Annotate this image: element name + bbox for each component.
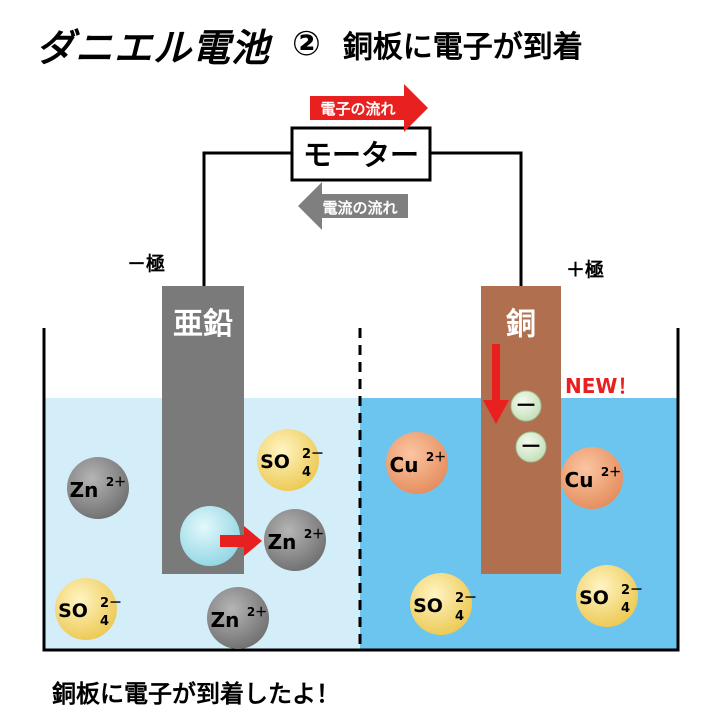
zn-ion-1: Zn 2＋ bbox=[67, 457, 129, 519]
svg-text:2＋: 2＋ bbox=[601, 465, 621, 479]
so4-ion-3: SO 2－ 4 bbox=[410, 573, 477, 635]
svg-text:Cu: Cu bbox=[390, 453, 419, 477]
negative-pole-label: －極 bbox=[127, 252, 165, 275]
svg-text:4: 4 bbox=[302, 465, 311, 480]
svg-text:4: 4 bbox=[621, 601, 630, 616]
svg-text:2＋: 2＋ bbox=[247, 605, 267, 619]
so4-ion-1: SO 2－ 4 bbox=[257, 429, 324, 491]
svg-text:SO: SO bbox=[579, 587, 609, 609]
svg-text:Zn: Zn bbox=[268, 530, 297, 554]
beaker-outline bbox=[42, 328, 680, 652]
cu-ion-2: Cu 2＋ bbox=[561, 447, 623, 509]
positive-pole-label: ＋極 bbox=[566, 258, 604, 281]
copper-label: 銅 bbox=[506, 307, 536, 342]
wire-left bbox=[202, 151, 292, 286]
svg-text:2－: 2－ bbox=[455, 591, 477, 606]
svg-text:4: 4 bbox=[455, 609, 464, 624]
page-title: ダニエル電池 ② 銅板に電子が到着 bbox=[36, 14, 696, 74]
electron-2: － bbox=[515, 431, 547, 463]
wire-right bbox=[430, 151, 523, 286]
electron-down-arrow-head bbox=[483, 400, 509, 424]
svg-text:Cu: Cu bbox=[565, 468, 594, 492]
new-label: NEW！ bbox=[565, 374, 637, 398]
cu-ion-1: Cu 2＋ bbox=[386, 432, 448, 494]
svg-text:4: 4 bbox=[100, 614, 109, 629]
svg-text:2＋: 2＋ bbox=[106, 475, 126, 489]
title-main: ダニエル電池 bbox=[36, 25, 271, 70]
svg-text:SO: SO bbox=[260, 451, 290, 473]
zn-ion-3: Zn 2＋ bbox=[207, 587, 269, 649]
svg-text:－: － bbox=[520, 435, 542, 460]
title-number: ② bbox=[292, 24, 321, 64]
svg-text:2－: 2－ bbox=[621, 583, 643, 598]
svg-text:2＋: 2＋ bbox=[304, 527, 324, 541]
zn-ion-2: Zn 2＋ bbox=[264, 509, 326, 571]
motor-box bbox=[290, 126, 432, 182]
so4-ion-2: SO 2－ 4 bbox=[55, 578, 122, 640]
motor-label: モーター bbox=[303, 138, 419, 172]
svg-text:2＋: 2＋ bbox=[426, 450, 446, 464]
svg-text:－: － bbox=[515, 394, 537, 419]
svg-text:2－: 2－ bbox=[302, 447, 324, 462]
svg-text:Zn: Zn bbox=[211, 608, 240, 632]
electron-down-arrow-shaft bbox=[492, 344, 500, 404]
svg-text:Zn: Zn bbox=[70, 478, 99, 502]
electron-1: － bbox=[510, 390, 542, 422]
caption: 銅板に電子が到着したよ！ bbox=[52, 680, 340, 708]
svg-text:2－: 2－ bbox=[100, 596, 122, 611]
zinc-label: 亜鉛 bbox=[173, 307, 233, 342]
current-flow-label: 電流の流れ bbox=[322, 199, 397, 217]
title-sub: 銅板に電子が到着 bbox=[342, 30, 583, 65]
so4-ion-4: SO 2－ 4 bbox=[576, 565, 643, 627]
svg-text:SO: SO bbox=[413, 595, 443, 617]
electron-flow-label: 電子の流れ bbox=[320, 100, 395, 118]
electron-flow-arrow bbox=[310, 84, 428, 132]
ionization-arrow bbox=[220, 526, 262, 556]
svg-text:SO: SO bbox=[58, 600, 88, 622]
copper-electrode bbox=[481, 286, 561, 574]
current-flow-arrow bbox=[298, 182, 408, 230]
zinc-atom bbox=[180, 506, 240, 566]
